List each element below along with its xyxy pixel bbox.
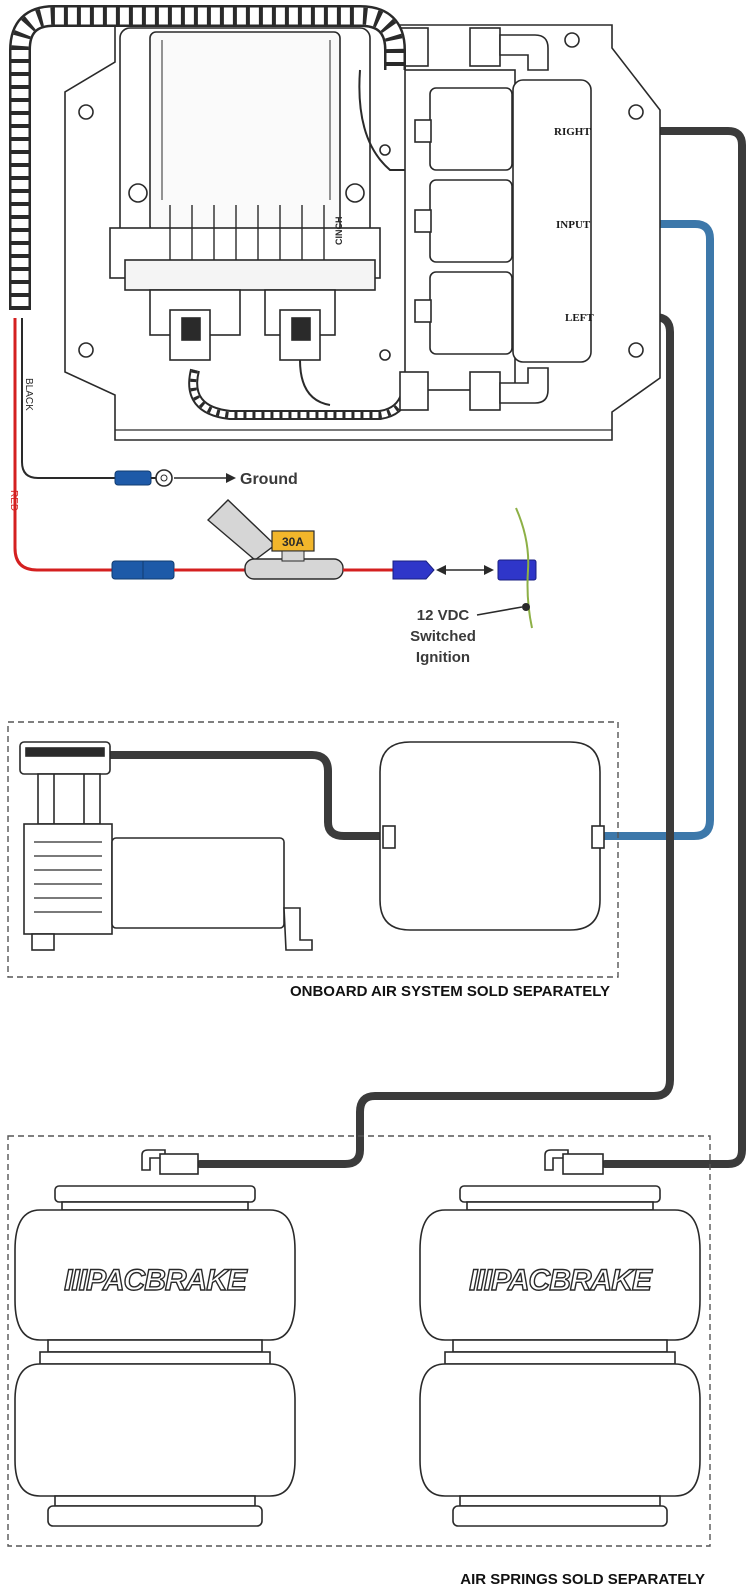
- air-springs-dashed-box: [7, 1135, 711, 1547]
- harness-wrap: [190, 369, 408, 418]
- ground-ring-terminal: [114, 469, 173, 487]
- control-module: [109, 27, 381, 361]
- valve-block: [399, 27, 592, 411]
- port-right-label: RIGHT: [554, 126, 591, 138]
- ignition-wire: [515, 507, 533, 629]
- onboard-air-dashed-box: [7, 721, 619, 978]
- port-left-label: LEFT: [565, 312, 594, 324]
- manifold-brand: CINCH: [334, 217, 344, 246]
- left-air-line: [196, 313, 674, 1168]
- left-air-spring: [14, 1149, 296, 1527]
- port-manifold: [512, 79, 592, 363]
- fuse-rating: 30A: [282, 535, 304, 549]
- air-tank: [379, 741, 605, 931]
- right-air-spring: [419, 1149, 701, 1527]
- red-wire: [13, 318, 118, 572]
- ignition-label-line1: 12 VDC: [417, 607, 470, 624]
- control-manifold: CINCH RIGHT INPUT LEFT: [9, 5, 661, 441]
- red-wire-label: RED: [8, 490, 19, 511]
- input-air-line: [586, 220, 714, 840]
- right-spring-brand: IIIPACBRAKE: [469, 1264, 653, 1297]
- fuse-holder: [206, 499, 344, 580]
- port-input-label: INPUT: [556, 219, 591, 231]
- ignition-label-line3: Ignition: [416, 649, 470, 666]
- power-wiring: BLACK RED Ground 30A: [8, 318, 537, 666]
- air-lines: [106, 127, 746, 1168]
- black-wire-label: BLACK: [23, 378, 34, 411]
- ignition-tap-point: [522, 603, 530, 611]
- loom-wrap: [11, 7, 404, 310]
- compressor-air-line: [106, 751, 389, 840]
- black-wire: [21, 318, 118, 479]
- air-compressor: [19, 741, 313, 951]
- ignition-label-line2: Switched: [410, 628, 476, 645]
- plate-holes: [78, 32, 644, 361]
- ground-label: Ground: [240, 471, 298, 488]
- air-springs-caption: AIR SPRINGS SOLD SEPARATELY: [460, 1571, 705, 1587]
- ground-arrowhead: [226, 473, 236, 483]
- male-blade-connector: [392, 560, 435, 580]
- left-spring-brand: IIIPACBRAKE: [64, 1264, 248, 1297]
- onboard-air-caption: ONBOARD AIR SYSTEM SOLD SEPARATELY: [290, 983, 610, 1000]
- right-air-line: [586, 127, 746, 1168]
- female-blade-connector: [497, 559, 537, 581]
